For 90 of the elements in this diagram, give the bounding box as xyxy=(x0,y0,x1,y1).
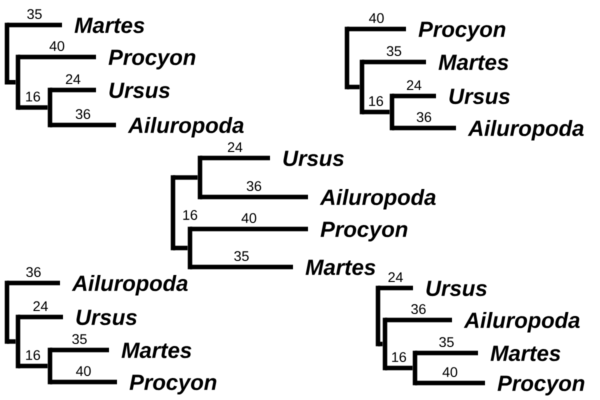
branch-line xyxy=(50,348,109,352)
branch-line xyxy=(50,88,96,92)
junction-bar xyxy=(16,314,20,368)
branch-line xyxy=(200,194,308,200)
branch-line xyxy=(392,126,456,130)
branch-length: 35 xyxy=(439,337,454,348)
branch-line xyxy=(385,366,413,370)
taxon-name: Ursus xyxy=(284,150,344,166)
junction-bar xyxy=(170,175,176,250)
branch-line xyxy=(18,314,63,320)
junction-bar xyxy=(360,60,364,114)
branch-length: 16 xyxy=(26,92,40,102)
branch-length: 16 xyxy=(26,350,40,360)
taxon-name: Ursus xyxy=(426,280,487,296)
branch-length: 40 xyxy=(242,213,256,224)
branch-line xyxy=(385,318,452,322)
branch-line xyxy=(50,380,117,384)
taxon-name: Procyon xyxy=(498,376,584,396)
taxon-name: Ailuropoda xyxy=(72,274,188,296)
branch-line xyxy=(18,54,96,60)
branch-length: 36 xyxy=(416,112,432,122)
branch-line xyxy=(190,226,308,232)
junction-bar xyxy=(412,350,418,386)
branch-line xyxy=(200,156,270,160)
taxon-name: Martes xyxy=(122,342,192,358)
junction-bar xyxy=(382,318,388,370)
branch-length: 24 xyxy=(33,301,48,312)
taxon-name: Martes xyxy=(306,260,376,276)
branch-line xyxy=(7,80,16,84)
branch-length: 36 xyxy=(246,181,262,192)
taxon-name: Procyon xyxy=(130,374,216,394)
branch-line xyxy=(347,84,360,90)
branch-line xyxy=(50,122,116,128)
taxon-name: Martes xyxy=(490,346,560,362)
branch-line xyxy=(378,286,413,290)
branch-length: 24 xyxy=(406,80,422,90)
taxon-name: Ursus xyxy=(110,82,170,98)
taxon-name: Ursus xyxy=(76,310,137,326)
branch-length: 16 xyxy=(392,352,406,362)
branch-line xyxy=(378,342,383,346)
junction-bar xyxy=(376,286,380,346)
branch-length: 40 xyxy=(76,366,91,376)
taxon-name: Ailuropoda xyxy=(128,116,244,138)
junction-bar xyxy=(4,22,10,84)
branch-length: 36 xyxy=(76,109,90,120)
junction-bar xyxy=(198,156,202,200)
branch-line xyxy=(190,264,293,270)
branch-length: 24 xyxy=(228,142,242,152)
taxon-name: Martes xyxy=(74,18,144,34)
branch-length: 35 xyxy=(27,9,42,20)
branch-line xyxy=(7,22,62,28)
junction-bar xyxy=(48,348,52,384)
taxon-name: Ailuropoda xyxy=(464,312,580,332)
branch-length: 40 xyxy=(50,41,64,52)
junction-bar xyxy=(48,88,52,128)
branch-line xyxy=(7,339,16,344)
taxon-name: Ailuropoda xyxy=(320,188,436,210)
junction-bar xyxy=(16,54,20,110)
taxon-name: Ailuropoda xyxy=(468,120,584,140)
branch-length: 40 xyxy=(442,367,458,378)
branch-line xyxy=(392,94,436,98)
branch-line xyxy=(415,350,478,356)
branch-line xyxy=(362,60,426,64)
branch-line xyxy=(415,380,485,386)
branch-line xyxy=(362,110,390,114)
taxon-name: Procyon xyxy=(320,222,408,242)
junction-bar xyxy=(390,94,394,130)
branch-length: 36 xyxy=(411,304,426,314)
taxon-name: Martes xyxy=(438,54,508,70)
junction-bar xyxy=(4,280,10,344)
branch-length: 40 xyxy=(369,13,384,24)
taxon-name: Ursus xyxy=(450,88,510,104)
branch-length: 16 xyxy=(369,96,384,106)
branch-length: 35 xyxy=(234,251,249,262)
branch-length: 35 xyxy=(72,334,87,344)
taxon-name: Procyon xyxy=(108,50,196,70)
taxon-name: Procyon xyxy=(418,22,506,42)
branch-length: 24 xyxy=(66,74,80,84)
branch-line xyxy=(18,364,48,368)
junction-bar xyxy=(188,226,192,270)
branch-line xyxy=(7,280,60,286)
branch-length: 35 xyxy=(386,46,402,56)
branch-length: 24 xyxy=(388,272,403,282)
branch-length: 36 xyxy=(26,267,41,278)
branch-line xyxy=(173,246,188,250)
branch-line xyxy=(18,105,48,110)
branch-line xyxy=(347,26,406,32)
junction-bar xyxy=(344,26,350,90)
branch-line xyxy=(173,175,198,180)
branch-length: 16 xyxy=(183,210,198,220)
